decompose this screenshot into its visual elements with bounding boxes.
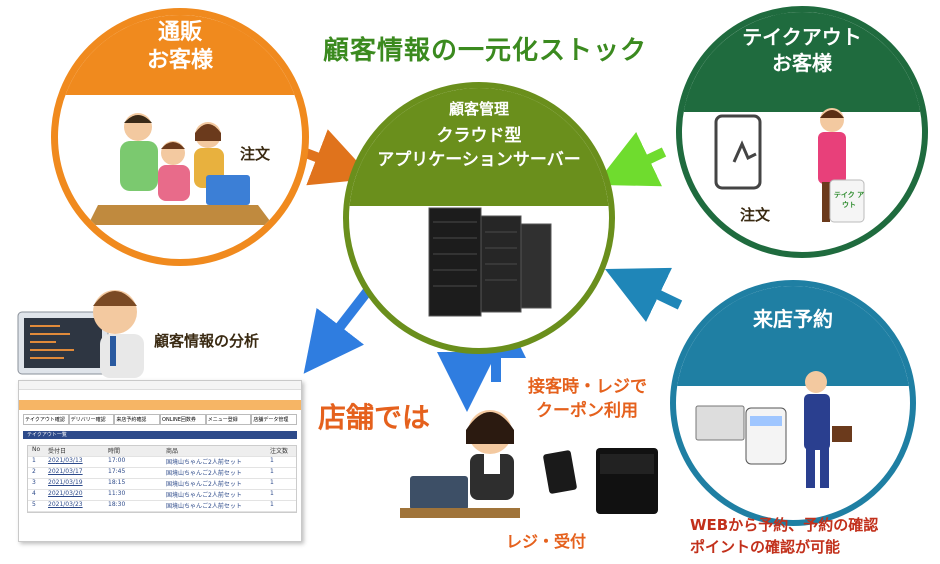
takeout-header: テイクアウト お客様	[682, 12, 922, 112]
table-cell: 国境山ちゃんご2人前セット	[166, 492, 242, 499]
analysis-label: 顧客情報の分析	[154, 332, 260, 350]
family-computer-illustration	[88, 113, 273, 225]
table-row: 5 2021/03/23 18:30 国境山ちゃんご2人前セット 1	[28, 501, 296, 512]
takeout-line2: お客様	[772, 51, 832, 75]
table-cell: 1	[270, 490, 274, 497]
takeout-bag-text: テイク アウト	[833, 191, 865, 209]
screen-tab-reservation[interactable]: 来店予約確認	[114, 414, 161, 425]
arrow-takeout-to-server	[594, 132, 667, 187]
management-screen: テイクアウト確認 デリバリー確認 来店予約確認 ONLINE回数券 メニュー登録…	[18, 380, 302, 542]
table-cell: 1	[270, 457, 274, 464]
screen-table-body: 1 2021/03/13 17:00 国境山ちゃんご2人前セット 1 2 2021/03/1…	[28, 457, 296, 512]
mail-order-header: 通販 お客様	[58, 15, 302, 95]
coupon-line1: 接客時・レジで	[528, 377, 647, 397]
table-cell: 1	[270, 479, 274, 486]
screen-tab-store-data[interactable]: 店舗データ管理	[251, 414, 298, 425]
table-cell[interactable]: 2021/03/20	[48, 490, 83, 497]
mail-order-circle: 通販 お客様 注文	[51, 8, 309, 266]
server-rack-illustration	[428, 207, 552, 317]
table-row: 4 2021/03/20 11:30 国境山ちゃんご2人前セット 1	[28, 490, 296, 501]
web-note-line1: WEBから予約、予約の確認	[690, 516, 879, 534]
reservation-illustration	[695, 371, 852, 488]
reservation-header: 来店予約	[676, 286, 910, 386]
table-cell[interactable]: 2021/03/13	[48, 457, 83, 464]
table-cell: 3	[32, 479, 36, 486]
table-row: 2 2021/03/17 17:45 国境山ちゃんご2人前セット 1	[28, 468, 296, 479]
table-cell: 11:30	[108, 490, 126, 497]
mail-order-line2: お客様	[146, 48, 213, 73]
table-row: 1 2021/03/13 17:00 国境山ちゃんご2人前セット 1	[28, 457, 296, 468]
arrow-server-to-analysis	[303, 284, 374, 374]
table-cell: 2	[32, 468, 36, 475]
table-cell: 国境山ちゃんご2人前セット	[166, 470, 242, 477]
arrow-reservation-to-server	[604, 267, 683, 323]
table-cell[interactable]: 2021/03/23	[48, 501, 83, 508]
server-header: 顧客管理 クラウド型 アプリケーションサーバー	[349, 88, 609, 206]
table-cell: 17:00	[108, 457, 126, 464]
table-cell: 1	[32, 457, 36, 464]
page-title: 顧客情報の一元化ストック	[322, 36, 647, 66]
server-heading: 顧客管理	[448, 100, 509, 118]
server-circle: 顧客管理 クラウド型 アプリケーションサーバー	[343, 82, 615, 354]
takeout-line1: テイクアウト	[742, 25, 862, 49]
store-label: 店舗では	[318, 401, 431, 434]
screen-nav: テイクアウト確認 デリバリー確認 来店予約確認 ONLINE回数券 メニュー登録…	[23, 414, 298, 425]
reservation-circle: 来店予約	[670, 280, 916, 526]
screen-tab-menu[interactable]: メニュー登録	[205, 414, 252, 425]
table-cell: 国境山ちゃんご2人前セット	[166, 481, 242, 488]
table-cell: 国境山ちゃんご2人前セット	[166, 459, 242, 466]
table-cell: 17:45	[108, 468, 126, 475]
mail-order-order-label: 注文	[240, 145, 271, 163]
table-cell: 4	[32, 490, 36, 497]
server-line1: クラウド型	[436, 126, 522, 146]
table-cell: 1	[270, 501, 274, 508]
screen-tab-takeout[interactable]: テイクアウト確認	[23, 414, 69, 425]
reservation-heading: 来店予約	[753, 307, 833, 331]
table-cell[interactable]: 2021/03/17	[48, 468, 83, 475]
server-line2: アプリケーションサーバー	[377, 150, 581, 170]
coupon-line2: クーポン利用	[536, 401, 638, 421]
takeout-illustration	[714, 108, 865, 223]
table-cell: 18:30	[108, 501, 126, 508]
table-row: 3 2021/03/19 18:15 国境山ちゃんご2人前セット 1	[28, 479, 296, 490]
table-cell: 18:15	[108, 479, 126, 486]
table-cell: 1	[270, 468, 274, 475]
web-note-line2: ポイントの確認が可能	[690, 538, 841, 556]
table-cell[interactable]: 2021/03/19	[48, 479, 83, 486]
mail-order-line1: 通販	[157, 20, 202, 45]
register-label: レジ・受付	[506, 532, 587, 551]
screen-tab-online[interactable]: ONLINE回数券	[160, 414, 206, 425]
table-cell: 5	[32, 501, 36, 508]
takeout-order-label: 注文	[740, 206, 771, 224]
table-cell: 国境山ちゃんご2人前セット	[166, 503, 242, 510]
screen-section-title: テイクアウト一覧	[23, 431, 297, 439]
takeout-circle: テイクアウト お客様 テイク アウト 注文	[676, 6, 928, 258]
screen-tab-delivery[interactable]: デリバリー確認	[68, 414, 115, 425]
